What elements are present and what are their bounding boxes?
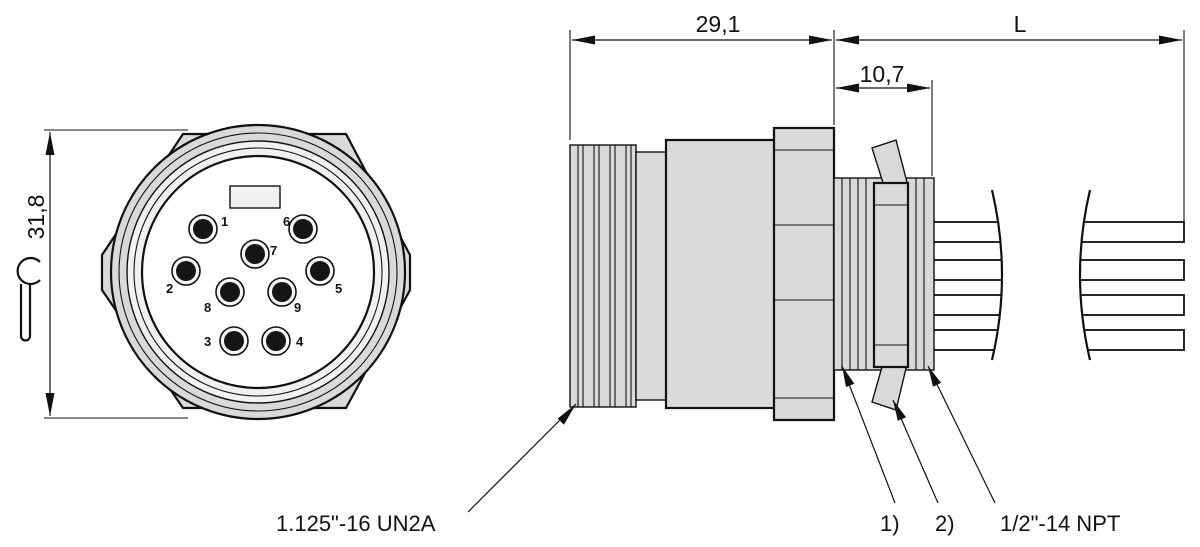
cables	[929, 189, 1185, 361]
callout-note-1-label: 1)	[880, 511, 900, 536]
pin-label: 9	[294, 300, 301, 315]
pin-label: 2	[166, 281, 173, 296]
side-view: 29,1 L 10,7 1.125"-16 UN2A 1)	[276, 11, 1185, 536]
callout-thread-npt: 1/2"-14 NPT	[927, 365, 1120, 536]
length-dimension-cable: L	[836, 11, 1185, 222]
pin-label: 8	[204, 300, 211, 315]
pin-label: 5	[335, 281, 342, 296]
front-contact-face	[140, 154, 376, 390]
body-neck	[635, 151, 667, 401]
pin-1: 1	[188, 214, 228, 244]
body-barrel	[664, 138, 778, 410]
thread-lines	[577, 145, 632, 407]
callout-thread-main-label: 1.125"-16 UN2A	[276, 511, 436, 536]
pin-9: 9	[267, 277, 301, 315]
pin-7: 7	[240, 239, 277, 269]
pin-label: 1	[221, 214, 228, 229]
pin-label: 7	[270, 243, 277, 258]
pin-3: 3	[204, 326, 249, 356]
pin-label: 3	[204, 334, 211, 349]
length-cable-label: L	[1014, 11, 1027, 37]
callout-thread-npt-label: 1/2"-14 NPT	[1000, 511, 1120, 536]
front-thread	[569, 144, 637, 408]
hex-nut	[772, 126, 836, 422]
callout-note-2: 2)	[892, 399, 955, 536]
callout-note-2-label: 2)	[935, 511, 955, 536]
pin-2: 2	[166, 256, 201, 296]
rear-thread-lines	[841, 178, 925, 370]
wrench-icon	[16, 256, 41, 342]
height-dimension: 31,8	[23, 129, 188, 419]
pin-5: 5	[305, 256, 342, 296]
length-dimension-nut: 10,7	[836, 61, 933, 176]
height-dimension-label: 31,8	[23, 195, 49, 240]
pin-4: 4	[261, 326, 304, 356]
pin-8: 8	[204, 277, 245, 315]
front-view: 1 2 3 4 5 6 7 8	[16, 123, 412, 421]
locknut	[872, 181, 910, 369]
callout-thread-main: 1.125"-16 UN2A	[276, 403, 577, 536]
pin-label: 6	[283, 214, 290, 229]
callout-note-1: 1)	[841, 365, 900, 536]
length-body-label: 29,1	[696, 11, 741, 37]
pin-label: 4	[296, 334, 304, 349]
length-dimension-body: 29,1	[569, 11, 835, 140]
front-keyway	[229, 185, 281, 209]
pin-6: 6	[283, 214, 318, 244]
length-nut-label: 10,7	[860, 61, 905, 87]
